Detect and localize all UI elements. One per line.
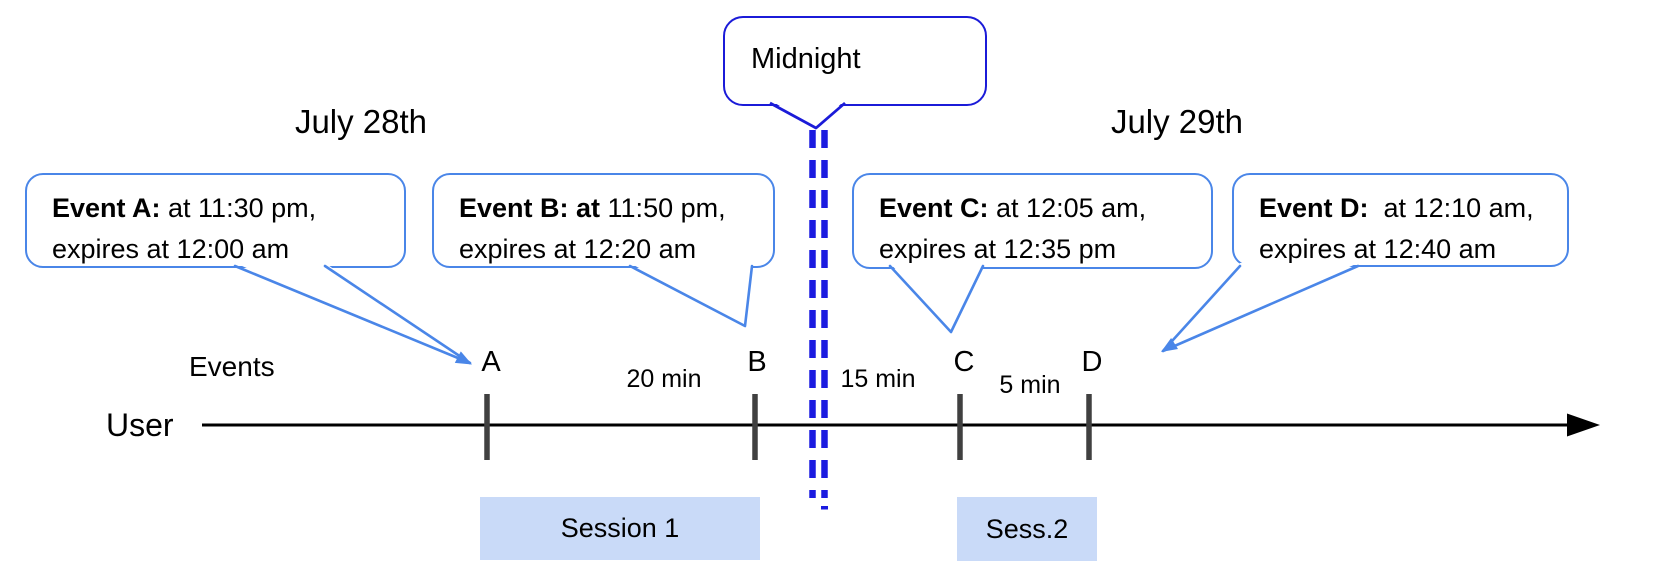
event-d-rest: at 12:10 am, [1368, 193, 1534, 223]
tick-label-d: D [1081, 346, 1103, 378]
tick-label-b: B [747, 346, 767, 378]
session-2-box: Sess.2 [957, 497, 1097, 561]
event-d-text: Event D: at 12:10 am, expires at 12:40 am [1234, 175, 1567, 270]
event-b-tail-fill [630, 263, 752, 326]
event-d-callout: Event D: at 12:10 am, expires at 12:40 am [1232, 173, 1569, 267]
event-c-rest: at 12:05 am, [988, 193, 1147, 223]
event-a-line2: expires at 12:00 am [52, 234, 290, 264]
event-c-tail [888, 264, 985, 334]
tick-label-c: C [953, 346, 975, 378]
event-b-line2: expires at 12:20 am [459, 234, 697, 264]
session-1-label: Session 1 [560, 513, 680, 543]
event-b-tail [628, 264, 754, 328]
date-july-29: July 29th [1110, 103, 1244, 140]
event-d-bold: Event D: [1259, 193, 1369, 223]
event-d-tail [1161, 264, 1360, 353]
event-c-tail-fill [890, 263, 983, 332]
tick-label-a: A [481, 346, 501, 378]
events-row-label: Events [189, 351, 275, 382]
interval-15min: 15 min [840, 365, 916, 393]
date-july-28: July 28th [294, 103, 428, 140]
event-a-bold: Event A: [52, 193, 161, 223]
session-1-box: Session 1 [480, 497, 760, 560]
interval-20min: 20 min [626, 365, 702, 393]
event-a-tail [233, 264, 472, 365]
timeline-arrowhead-icon [1567, 413, 1600, 437]
event-d-tail-fill [1163, 263, 1358, 351]
event-b-bold: Event B: at [459, 193, 601, 223]
event-c-bold: Event C: [879, 193, 989, 223]
event-d-line2: expires at 12:40 am [1259, 234, 1497, 264]
event-d-tail-arrowhead-icon [1161, 338, 1179, 352]
event-a-rest: at 11:30 pm, [160, 193, 317, 223]
user-row-label: User [106, 407, 174, 443]
midnight-callout: Midnight [723, 16, 987, 106]
event-c-callout: Event C: at 12:05 am, expires at 12:35 pm [852, 173, 1213, 269]
event-a-callout: Event A: at 11:30 pm, expires at 12:00 am [25, 173, 406, 268]
interval-5min: 5 min [999, 371, 1061, 399]
event-a-text: Event A: at 11:30 pm, expires at 12:00 am [27, 175, 404, 270]
event-c-text: Event C: at 12:05 am, expires at 12:35 pm [854, 175, 1211, 270]
midnight-dash-remnant [821, 506, 828, 510]
event-b-rest: 11:50 pm, [600, 193, 726, 223]
event-a-tail-fill [235, 263, 470, 363]
midnight-label: Midnight [751, 42, 861, 75]
event-b-callout: Event B: at 11:50 pm, expires at 12:20 am [432, 173, 775, 268]
midnight-tail [769, 101, 846, 130]
event-b-text: Event B: at 11:50 pm, expires at 12:20 am [434, 175, 773, 270]
session-2-label: Sess.2 [985, 513, 1069, 544]
event-c-line2: expires at 12:35 pm [879, 234, 1117, 264]
